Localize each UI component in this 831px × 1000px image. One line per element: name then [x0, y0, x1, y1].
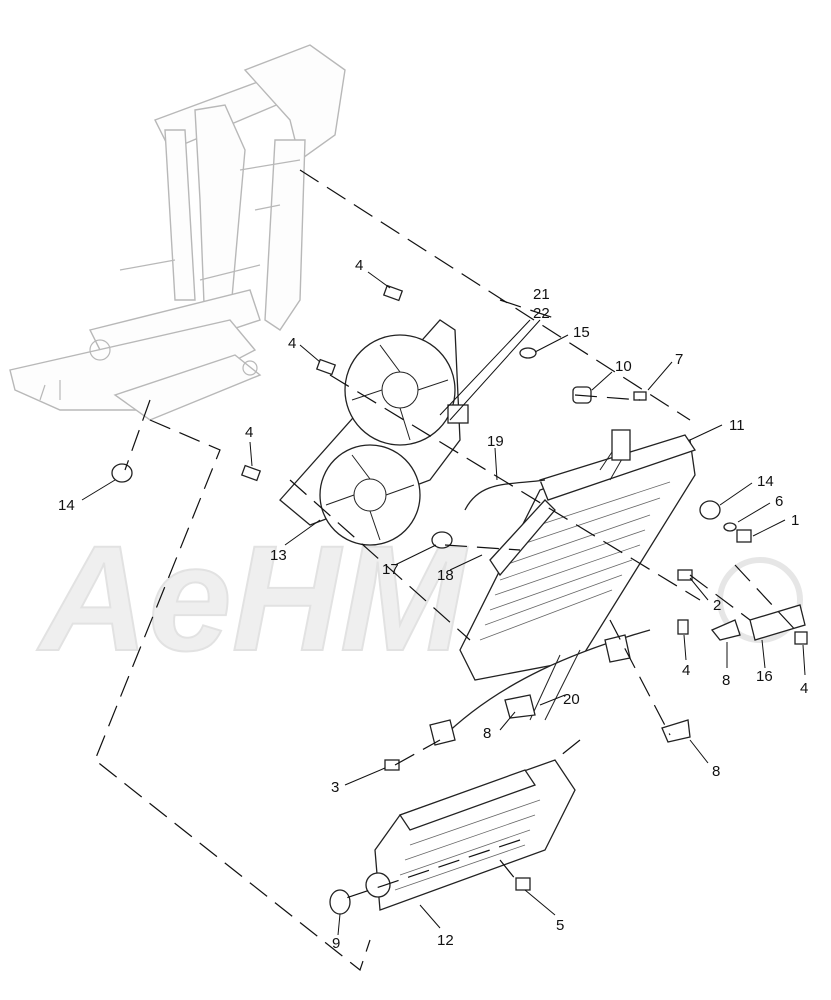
watermark: AeHM — [35, 513, 803, 683]
callout-4: 4 — [800, 680, 808, 697]
oil-cooler — [365, 759, 576, 911]
callout-14: 14 — [58, 497, 75, 514]
callout-6: 6 — [775, 493, 783, 510]
alignment-lines — [94, 169, 801, 972]
radiator-fins — [479, 481, 671, 641]
callout-16: 16 — [756, 668, 773, 685]
callout-4: 4 — [355, 257, 363, 274]
callout-4: 4 — [288, 335, 296, 352]
oil-cooler-fins — [394, 799, 541, 891]
callout-2: 2 — [713, 597, 721, 614]
callout-5: 5 — [556, 917, 564, 934]
callout-10: 10 — [615, 358, 632, 375]
callout-21: 21 — [533, 286, 550, 303]
callout-13: 13 — [270, 547, 287, 564]
callout-8: 8 — [712, 763, 720, 780]
callout-7: 7 — [675, 351, 683, 368]
frame-illustration — [9, 44, 346, 421]
callout-1: 1 — [791, 512, 799, 529]
callout-8: 8 — [722, 672, 730, 689]
callout-19: 19 — [487, 433, 504, 450]
callout-11: 11 — [729, 417, 745, 434]
callout-8: 8 — [483, 725, 491, 742]
watermark-text: AeHM — [36, 514, 468, 682]
callout-9: 9 — [332, 935, 340, 952]
callout-18: 18 — [437, 567, 454, 584]
callout-3: 3 — [331, 779, 339, 796]
callout-17: 17 — [382, 561, 399, 578]
callout-20: 20 — [563, 691, 580, 708]
callout-14: 14 — [757, 473, 774, 490]
callout-22: 22 — [533, 305, 550, 322]
callout-4: 4 — [682, 662, 690, 679]
cooling-fan-assembly — [279, 319, 469, 546]
radiator — [459, 429, 697, 681]
callout-15: 15 — [573, 324, 590, 341]
hardware — [111, 284, 808, 915]
callout-4: 4 — [245, 424, 253, 441]
callout-labels: 4 21 22 15 4 10 7 4 11 19 14 14 6 1 13 1… — [58, 257, 808, 952]
callout-12: 12 — [437, 932, 454, 949]
leader-lines — [81, 271, 806, 936]
